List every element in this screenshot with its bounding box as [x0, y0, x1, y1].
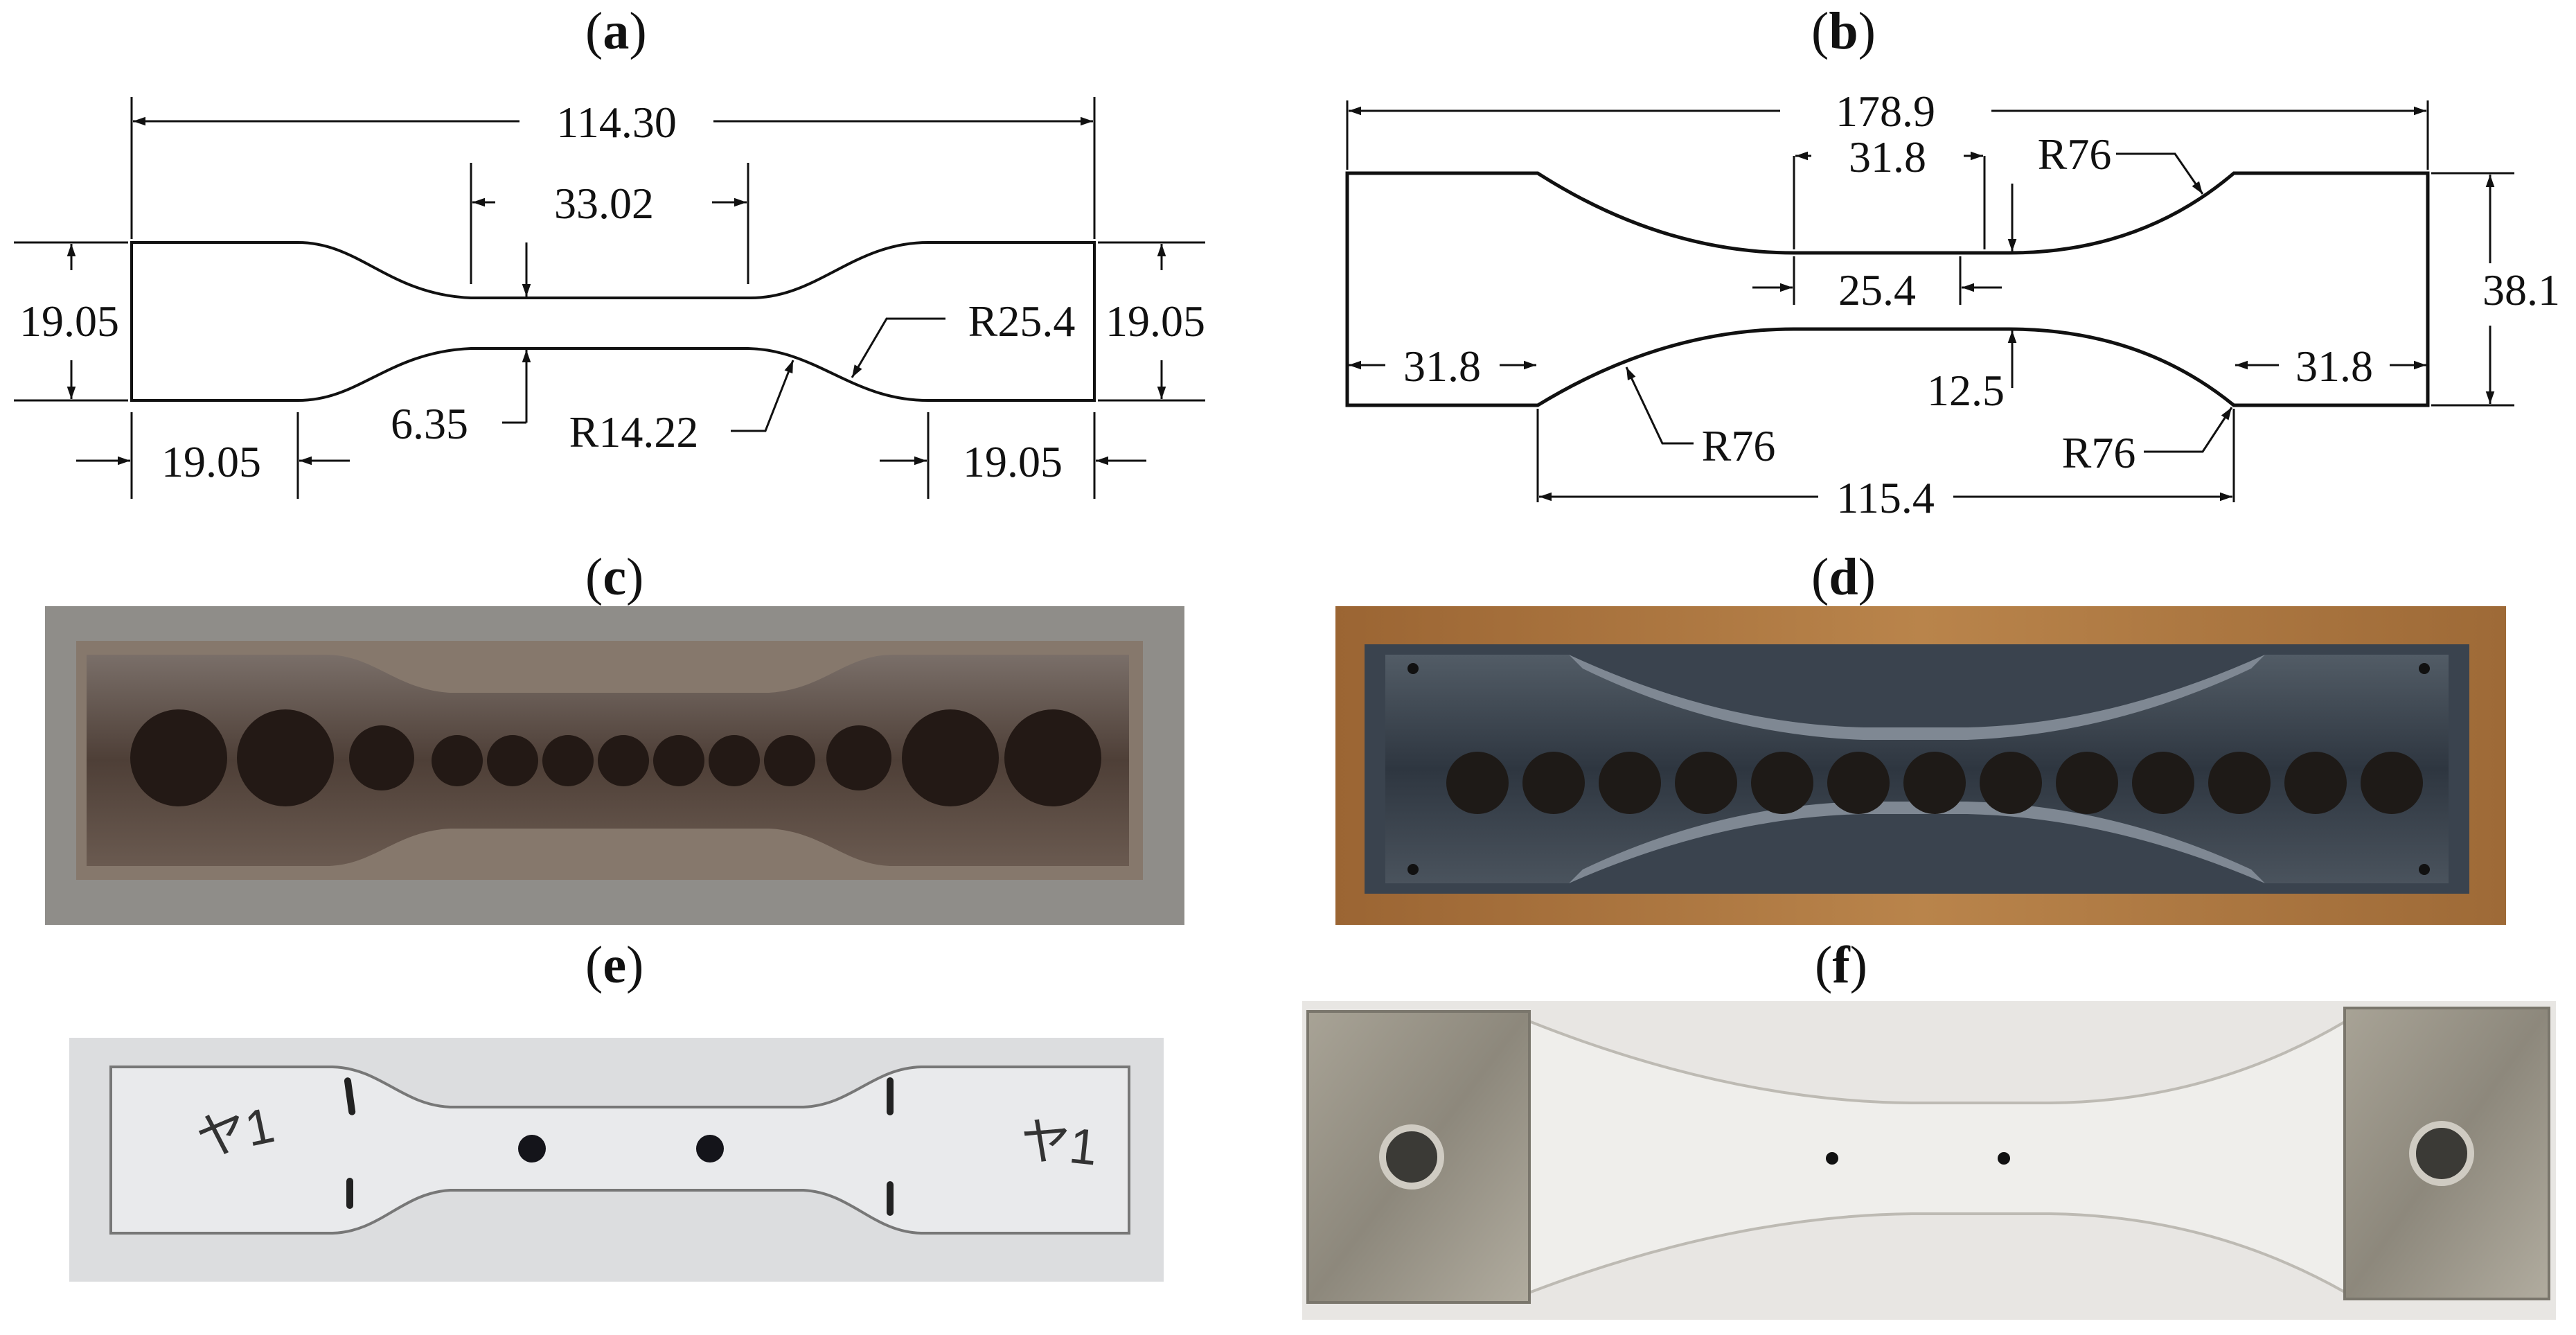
panel-label-d-letter: d [1829, 548, 1858, 606]
dim-a-width-right: 19.05 [1105, 297, 1205, 346]
drawing-b [1345, 100, 2514, 502]
panel-label-b: (b) [1811, 2, 1876, 60]
dim-b-overall-width: 38.1 [2482, 265, 2560, 315]
dim-a-width-left: 19.05 [19, 297, 119, 346]
dim-a-gauge-width: 6.35 [391, 399, 468, 448]
drawing-a [14, 97, 1205, 499]
photo-f-specimen [1302, 1001, 2556, 1320]
panel-label-e-letter: e [603, 936, 627, 994]
dims-b: 178.9 31.8 25.4 R76 38.1 31.8 31.8 12.5 … [1403, 87, 2560, 522]
panel-label-f-letter: f [1832, 936, 1850, 994]
panel-label-b-letter: b [1829, 2, 1858, 60]
dim-b-top-flat: 31.8 [1849, 132, 1926, 182]
dim-b-radius-top: R76 [2038, 130, 2112, 179]
panel-label-a-letter: a [603, 2, 630, 60]
photo-e-specimen: ヤ1 ヤ1 [69, 1038, 1164, 1282]
dim-b-overall-length: 178.9 [1836, 87, 1935, 136]
dim-a-grip-right: 19.05 [963, 437, 1063, 486]
dim-b-gauge-length: 25.4 [1838, 265, 1916, 315]
photo-d-mold [1335, 606, 2506, 925]
dim-b-radius-bottom-right: R76 [2062, 428, 2136, 477]
panel-label-f: (f) [1815, 936, 1867, 994]
panel-label-c: (c) [585, 548, 644, 606]
dim-a-grip-left: 19.05 [161, 437, 261, 486]
panel-label-c-letter: c [603, 548, 627, 606]
dim-b-grip-left: 31.8 [1403, 342, 1481, 391]
panel-label-e: (e) [585, 936, 644, 994]
photo-c-mold [45, 606, 1184, 925]
dim-a-overall-length: 114.30 [556, 98, 677, 147]
dim-a-fillet-r1: R14.22 [569, 407, 699, 457]
panel-label-a: (a) [585, 2, 647, 60]
dim-b-gauge-width: 12.5 [1927, 366, 2005, 415]
dim-a-gauge-length: 33.02 [554, 179, 654, 228]
dim-b-grip-right: 31.8 [2295, 342, 2373, 391]
specimen-a-outline [130, 241, 1096, 402]
dim-b-reduced-length: 115.4 [1836, 473, 1935, 522]
handwriting-right: ヤ1 [1017, 1113, 1100, 1176]
dim-a-fillet-r2: R25.4 [968, 297, 1076, 346]
panel-label-d: (d) [1811, 548, 1876, 606]
dims-a: 114.30 33.02 19.05 19.05 6.35 R14.22 R25… [19, 98, 1205, 486]
dim-b-radius-bottom-left: R76 [1702, 421, 1776, 470]
specimen-b-outline [1345, 171, 2430, 407]
